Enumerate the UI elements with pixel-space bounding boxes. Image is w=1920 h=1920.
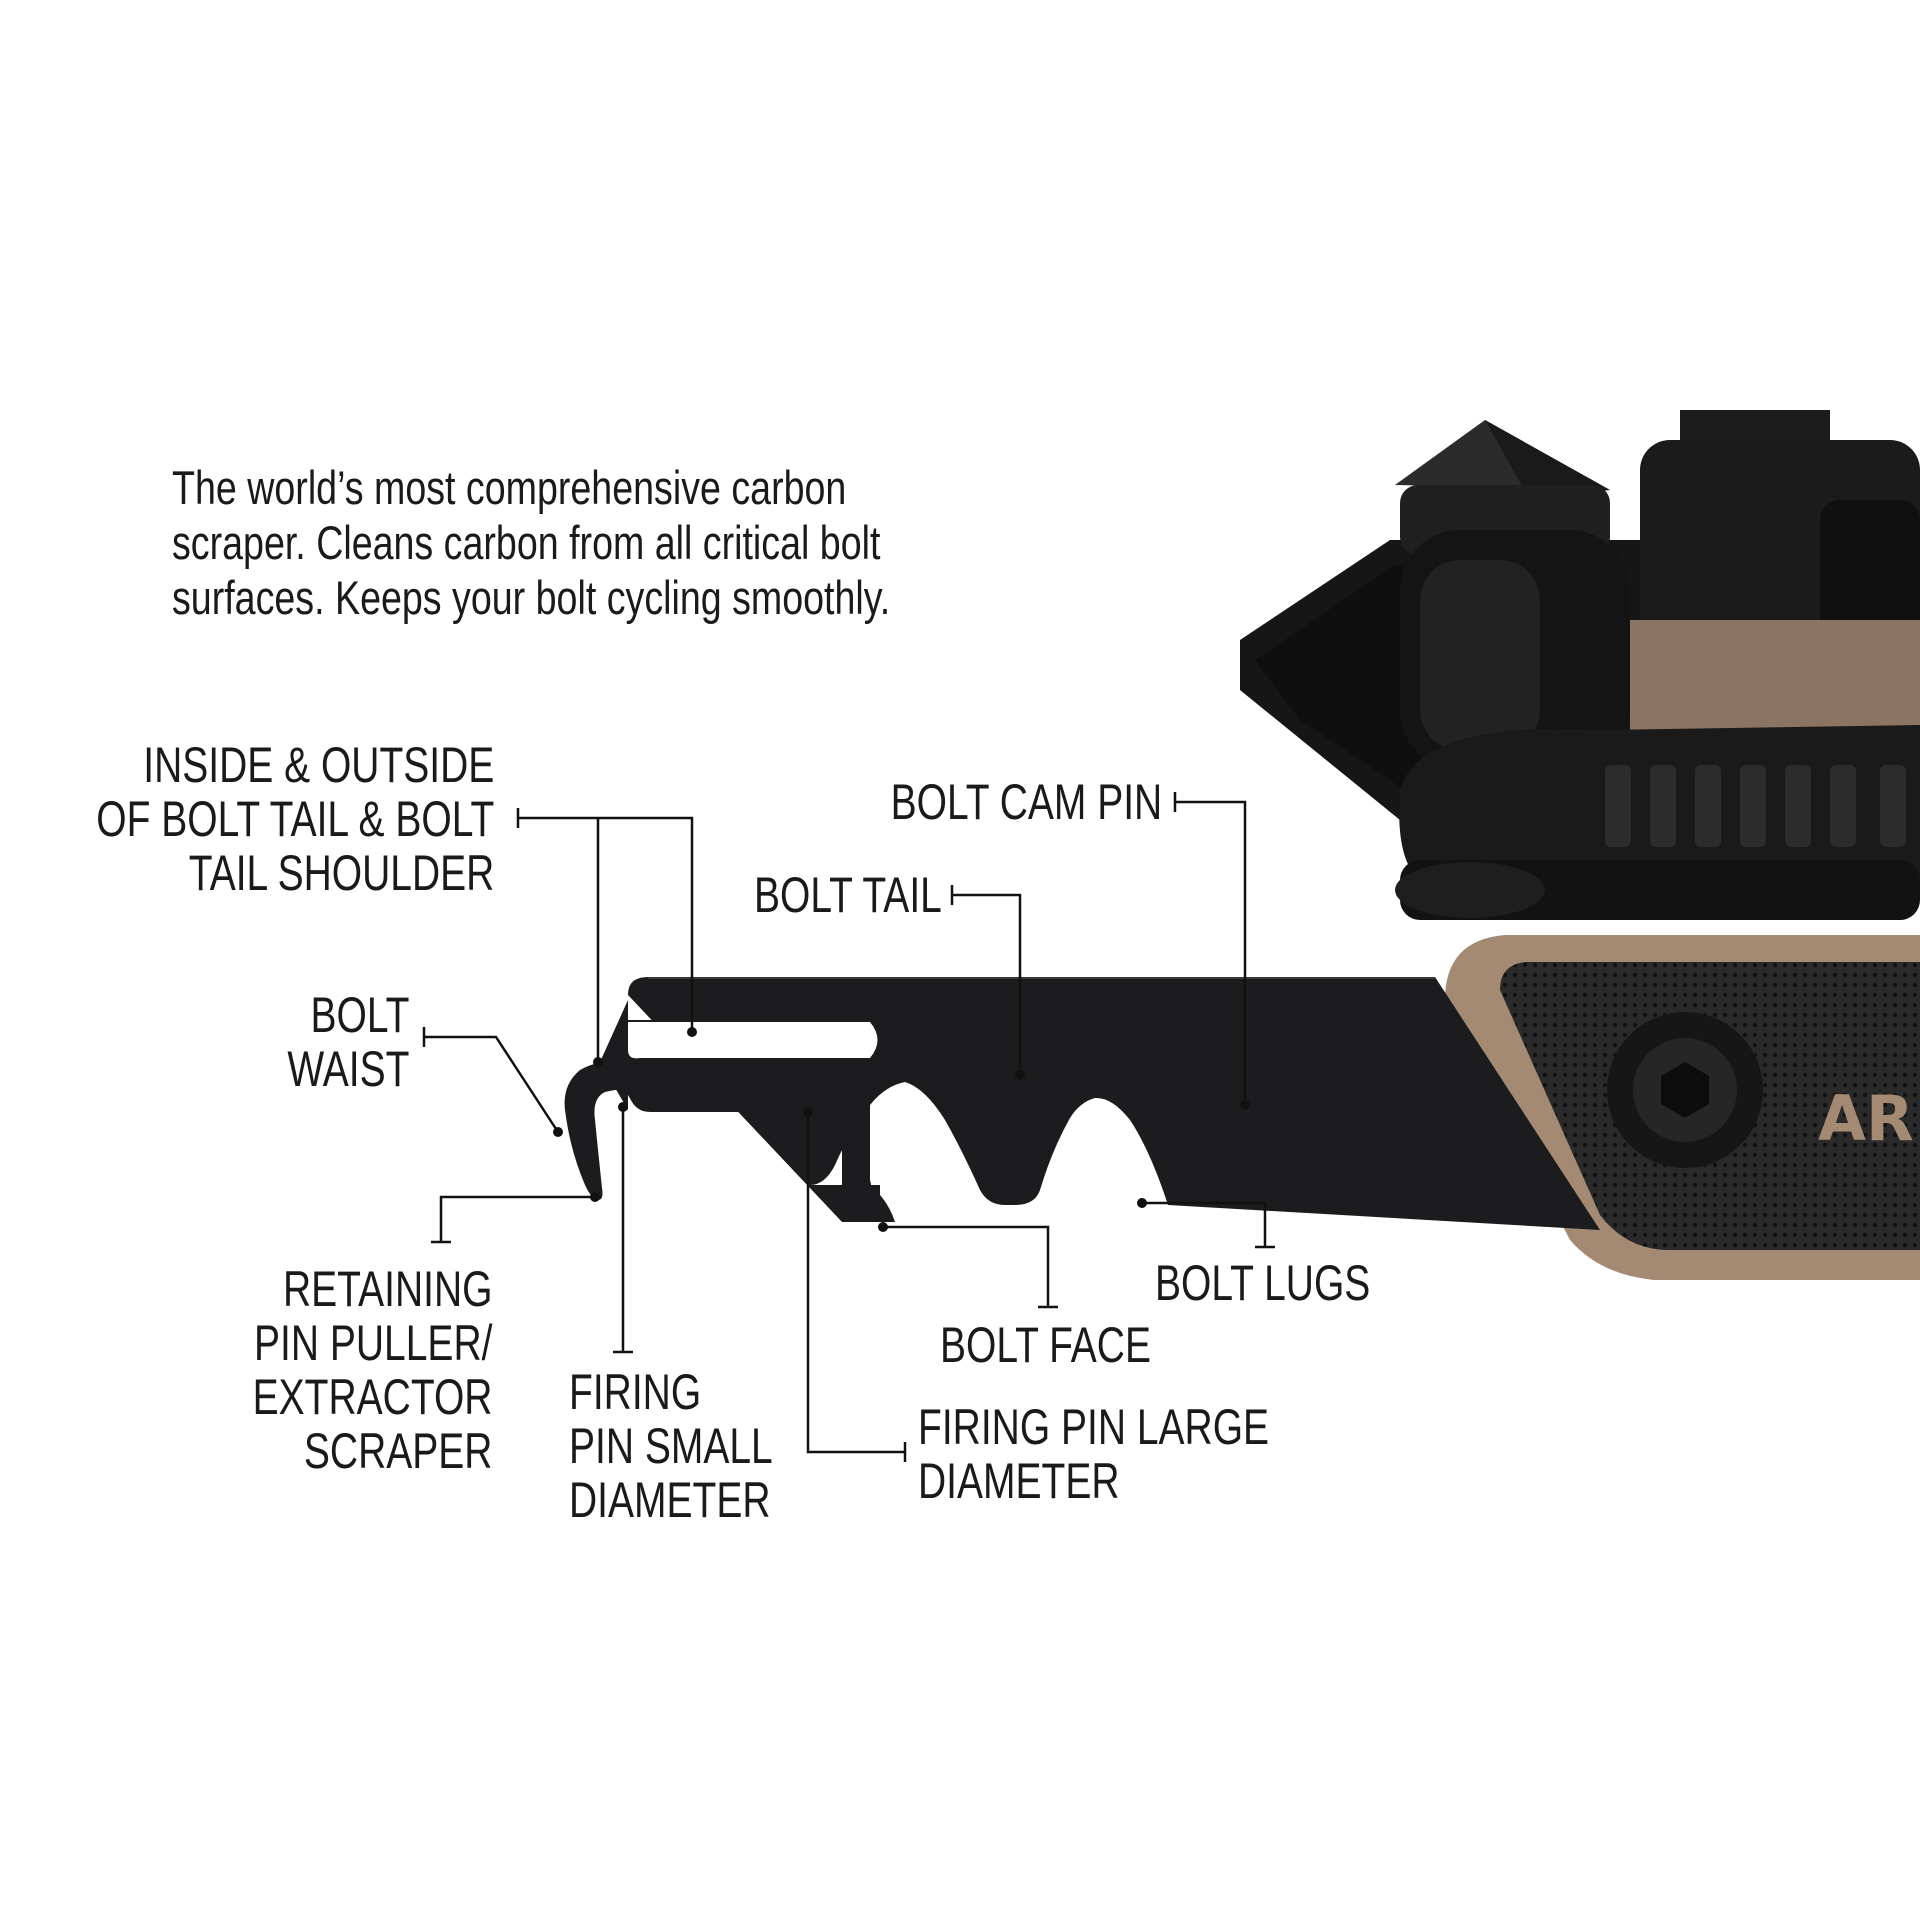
leader-bolt-tail [952,893,1022,1075]
label-bolt-tail: BOLT TAIL [754,867,942,923]
leader-bolt-waist [424,1035,560,1133]
leader-firing-pin-large [806,1112,905,1454]
intro-line: scraper. Cleans carbon from all critical… [172,516,881,569]
intro-line: The world’s most comprehensive carbon [172,461,847,514]
leader-bolt-cam-pin [1175,800,1247,1105]
intro-text: The world’s most comprehensive carbon sc… [172,460,892,625]
blade-hook [628,1020,895,1222]
leader-retaining-pin [439,1195,595,1242]
blade-slot [628,1022,878,1059]
leader-bolt-face [883,1225,1050,1307]
label-bolt-cam-pin: BOLT CAM PIN [890,774,1162,830]
leader-dots [553,1027,1250,1232]
tool-upper-body [1240,410,1920,920]
label-bolt-waist: BOLT WAIST [286,987,409,1097]
label-firing-pin-small: FIRING PIN SMALL DIAMETER [569,1364,773,1528]
leader-bolt-lugs [1142,1201,1267,1247]
leader-bolt-tail-shoulder [518,816,694,1032]
handle-logo: AR [1818,1082,1914,1155]
blade-front-hook [564,1059,640,1200]
label-bolt-tail-shoulder: INSIDE & OUTSIDE OF BOLT TAIL & BOLT TAI… [95,737,494,901]
intro-line: surfaces. Keeps your bolt cycling smooth… [172,571,891,624]
blade-face-step [842,1110,880,1222]
label-retaining-pin-puller: RETAINING PIN PULLER/ EXTRACTOR SCRAPER [252,1261,492,1479]
label-bolt-lugs: BOLT LUGS [1155,1255,1371,1311]
scraper-blade [564,977,1600,1230]
label-bolt-face: BOLT FACE [940,1317,1151,1373]
leader-lines [422,792,1275,1462]
label-firing-pin-large: FIRING PIN LARGE DIAMETER [918,1399,1270,1509]
